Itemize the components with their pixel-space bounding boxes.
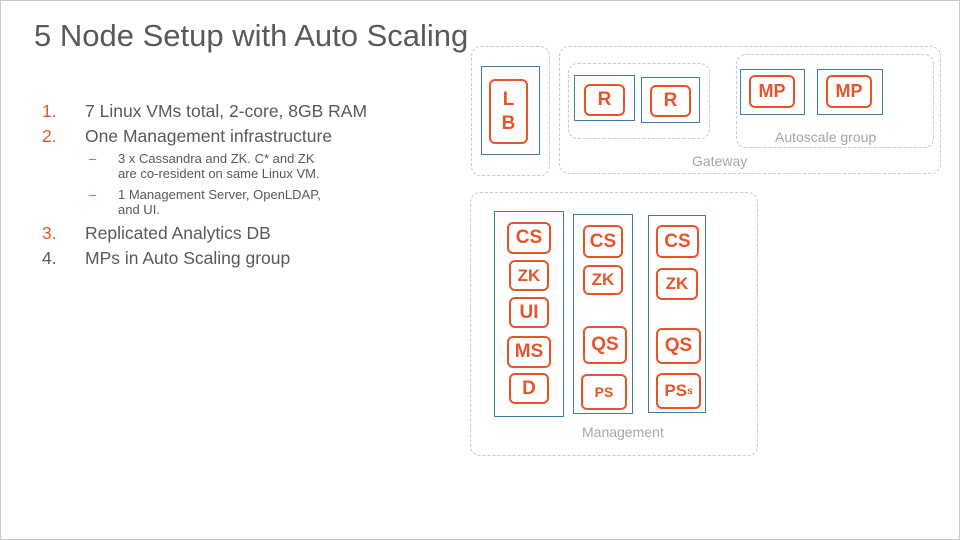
zookeeper-chip: ZK xyxy=(583,265,623,295)
gateway-group xyxy=(559,46,941,174)
slide-title: 5 Node Setup with Auto Scaling xyxy=(34,18,469,53)
lb-letter-l: L xyxy=(502,88,515,110)
ui-chip: UI xyxy=(509,297,549,328)
qpid-server-chip: QS xyxy=(583,326,627,364)
cassandra-chip: CS xyxy=(656,225,699,258)
sub-bullet-dash: – xyxy=(89,151,97,166)
qpid-server-chip: QS xyxy=(656,328,701,364)
bullet-text: 7 Linux VMs total, 2-core, 8GB RAM xyxy=(85,101,368,121)
sub-bullet-text: 3 x Cassandra and ZK. C* and ZK are co-r… xyxy=(118,151,320,181)
management-server-chip: MS xyxy=(507,336,551,368)
bullet-number: 4. xyxy=(42,248,57,268)
sub-bullet-2: – 1 Management Server, OpenLDAP, and UI. xyxy=(89,187,329,217)
zookeeper-chip: ZK xyxy=(656,268,698,300)
bullet-number: 1. xyxy=(42,101,57,121)
sub-bullet-1: – 3 x Cassandra and ZK. C* and ZK are co… xyxy=(89,151,329,181)
ps-main-text: PS xyxy=(664,381,688,400)
router-group xyxy=(568,63,710,139)
lb-letter-b: B xyxy=(501,112,516,134)
gateway-label: Gateway xyxy=(692,153,748,169)
bullet-3: 3. Replicated Analytics DB xyxy=(42,223,372,243)
bullet-4: 4. MPs in Auto Scaling group xyxy=(42,248,372,268)
bullet-text: MPs in Auto Scaling group xyxy=(85,248,291,268)
bullet-text: One Management infrastructure xyxy=(85,126,333,146)
router-chip-1: R xyxy=(584,84,625,116)
lb-group xyxy=(471,46,550,176)
postgres-server-chip: PS xyxy=(581,374,627,410)
autoscale-group xyxy=(736,54,934,148)
router-chip-2: R xyxy=(650,85,691,117)
d-chip: D xyxy=(509,373,549,404)
autoscale-group-label: Autoscale group xyxy=(775,129,877,145)
cassandra-chip: CS xyxy=(583,225,623,258)
ps-sub-text: s xyxy=(687,385,693,397)
management-group xyxy=(470,192,758,456)
sub-bullet-text: 1 Management Server, OpenLDAP, and UI. xyxy=(118,187,321,217)
bullet-number: 3. xyxy=(42,223,57,243)
sub-bullet-dash: – xyxy=(89,187,97,202)
bullet-1: 1. 7 Linux VMs total, 2-core, 8GB RAM xyxy=(42,101,372,121)
management-label: Management xyxy=(582,424,664,440)
bullet-number: 2. xyxy=(42,126,57,146)
load-balancer-chip: L B xyxy=(489,79,528,144)
cassandra-chip: CS xyxy=(507,222,551,254)
bullet-text: Replicated Analytics DB xyxy=(85,223,271,243)
bullet-2: 2. One Management infrastructure xyxy=(42,126,372,146)
zookeeper-chip: ZK xyxy=(509,260,549,291)
mp-chip-2: MP xyxy=(826,75,872,108)
mp-chip-1: MP xyxy=(749,75,795,108)
bullet-list: 1. 7 Linux VMs total, 2-core, 8GB RAM 2.… xyxy=(42,101,372,273)
